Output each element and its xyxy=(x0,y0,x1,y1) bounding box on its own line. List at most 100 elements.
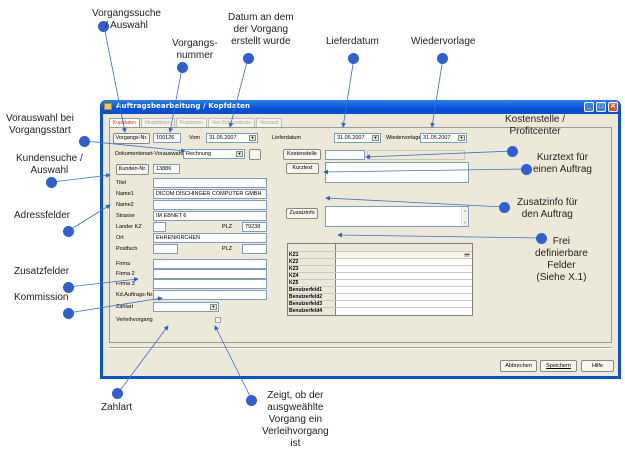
grid-row[interactable]: KZ2 xyxy=(288,259,472,266)
annotation-kommission: Kommission xyxy=(14,292,69,303)
zusatzinfo-textarea[interactable]: ▲▼ xyxy=(325,206,469,227)
annotation-dot xyxy=(63,282,74,293)
footer-separator xyxy=(109,347,612,349)
name2-label: Name2 xyxy=(116,202,134,208)
dokumentenart-select[interactable]: Rechnung ▼ xyxy=(183,149,245,159)
grid-row[interactable]: Benutzerfeld1 xyxy=(288,287,472,294)
laender-kz-field[interactable] xyxy=(153,222,166,232)
grid-cell[interactable] xyxy=(336,280,472,286)
titel-field[interactable] xyxy=(153,178,267,188)
grid-header xyxy=(288,244,472,252)
scroll-up-icon[interactable]: ▲ xyxy=(463,208,467,213)
scrollbar[interactable]: ▲▼ xyxy=(461,207,468,226)
annotation-vorgangsnummer: Vorgangs- nummer xyxy=(172,38,218,61)
zahlart-select[interactable]: ▼ xyxy=(153,302,219,312)
grid-row-label: KZ4 xyxy=(288,273,336,279)
kostenstelle-field[interactable] xyxy=(325,150,365,160)
ort-label: Ort xyxy=(116,235,124,241)
grid-row-label: Benutzerfeld2 xyxy=(288,294,336,300)
grid-cell[interactable] xyxy=(336,266,472,272)
title-bar[interactable]: Auftragsbearbeitung / Kopfdaten _ □ ✕ xyxy=(100,100,621,114)
maximize-button[interactable]: □ xyxy=(596,102,606,112)
grid-row-label: Benutzerfeld1 xyxy=(288,287,336,293)
grid-row-label: KZ1 xyxy=(288,252,336,258)
postfach-field[interactable] xyxy=(153,244,178,254)
dropdown-arrow-icon[interactable]: ▼ xyxy=(249,135,256,141)
kurztext-button[interactable]: Kurztext xyxy=(286,163,319,174)
postfach-plz-field[interactable] xyxy=(242,244,267,254)
name1-label: Name1 xyxy=(116,191,134,197)
firma2-field[interactable] xyxy=(153,269,267,279)
scroll-down-icon[interactable]: ▼ xyxy=(463,220,467,225)
lieferdatum-label: Lieferdatum xyxy=(272,135,302,141)
firma3-field[interactable] xyxy=(153,279,267,289)
dropdown-arrow-icon[interactable]: ▼ xyxy=(372,135,379,141)
firma-label: Firma xyxy=(116,261,131,267)
ort-field[interactable]: EHRENKIRCHEN xyxy=(153,233,267,243)
annotation-dot xyxy=(521,164,532,175)
grid-cell[interactable] xyxy=(336,252,472,258)
zusatzinfo-button[interactable]: Zusatzinfo xyxy=(286,208,318,219)
grid-cell[interactable] xyxy=(336,308,472,315)
annotation-dot xyxy=(63,226,74,237)
kunden-nr-field[interactable]: 13886 xyxy=(153,164,180,174)
kurztext-textarea[interactable] xyxy=(325,162,469,183)
dokumentenart-extra-button[interactable] xyxy=(249,149,261,160)
annotation-zusatzfelder: Zusatzfelder xyxy=(14,266,70,277)
freifelder-grid: KZ1 KZ2 KZ3 KZ4 KZ5 Benutzerfeld1 Benutz… xyxy=(287,243,473,316)
wiedervorlage-value: 31.05.2007 xyxy=(423,135,451,141)
dropdown-arrow-icon[interactable]: ▼ xyxy=(236,151,243,157)
strasse-field[interactable]: IM EBNET 6 xyxy=(153,211,267,221)
grid-row[interactable]: KZ4 xyxy=(288,273,472,280)
laender-kz-label: Lander KZ xyxy=(116,224,142,230)
minimize-button[interactable]: _ xyxy=(584,102,594,112)
grid-row[interactable]: Benutzerfeld4 xyxy=(288,308,472,315)
annotation-vorgangssuche: Vorgangssuche / Auswahl xyxy=(92,8,161,31)
annotation-dot xyxy=(98,21,109,32)
cancel-button[interactable]: Abbrechen xyxy=(500,360,537,372)
grid-row-label: Benutzerfeld4 xyxy=(288,308,336,315)
dropdown-arrow-icon[interactable]: ▼ xyxy=(210,304,217,310)
plz-field[interactable]: 79238 xyxy=(242,222,267,232)
tab-versand[interactable]: Versand xyxy=(255,118,283,128)
cell-menu-icon[interactable] xyxy=(464,253,470,257)
name1-field[interactable]: DICOM DISCHINGER COMPUTER GMBH xyxy=(153,189,267,199)
postfach-plz-label: PLZ xyxy=(222,246,233,252)
firma2-label: Firma 2 xyxy=(116,271,135,277)
grid-row[interactable]: KZ5 xyxy=(288,280,472,287)
grid-cell[interactable] xyxy=(336,259,472,265)
annotation-verleih: Zeigt, ob der ausgweählte Vorgang ein Ve… xyxy=(262,390,329,449)
verleihvorgang-checkbox[interactable] xyxy=(215,317,221,323)
grid-cell[interactable] xyxy=(336,287,472,293)
save-button[interactable]: Speichern xyxy=(540,360,577,372)
grid-row[interactable]: KZ1 xyxy=(288,252,472,259)
kunden-nr-button[interactable]: Kunden-Nr. xyxy=(116,164,149,175)
grid-row-label: Benutzerfeld3 xyxy=(288,301,336,307)
vorgangs-nr-field[interactable]: 100126 xyxy=(153,133,181,143)
firma-field[interactable] xyxy=(153,259,267,269)
firma3-label: Firma 3 xyxy=(116,281,135,287)
name2-field[interactable] xyxy=(153,200,267,210)
grid-cell[interactable] xyxy=(336,294,472,300)
annotation-dot xyxy=(79,136,90,147)
grid-row[interactable]: KZ3 xyxy=(288,266,472,273)
postfach-label: Postfach xyxy=(116,246,138,252)
kostenstelle-button[interactable]: Kostenstelle xyxy=(283,149,321,160)
annotation-dot xyxy=(243,53,254,64)
dropdown-arrow-icon[interactable]: ▼ xyxy=(458,135,465,141)
annotation-kostenstelle: Kostenstelle / Profitcenter xyxy=(505,114,566,137)
lieferdatum-picker[interactable]: 31.05.2007▼ xyxy=(334,133,381,143)
grid-row[interactable]: Benutzerfeld3 xyxy=(288,301,472,308)
dokumentenart-value: Rechnung xyxy=(186,151,212,157)
grid-cell[interactable] xyxy=(336,301,472,307)
vorgangs-nr-button[interactable]: Vorgangs-Nr. xyxy=(113,133,150,144)
wiedervorlage-picker[interactable]: 31.05.2007 ▼ xyxy=(420,133,467,143)
wiedervorlage-label: Wiedervorlage xyxy=(386,135,422,141)
annotation-kundensuche: Kundensuche / Auswahl xyxy=(16,153,83,176)
kd-auftrags-nr-field[interactable] xyxy=(153,290,267,300)
close-button[interactable]: ✕ xyxy=(608,102,618,112)
vom-date-picker[interactable]: 31.05.2007▼ xyxy=(206,133,258,143)
grid-row[interactable]: Benutzerfeld2 xyxy=(288,294,472,301)
help-button[interactable]: Hilfe xyxy=(581,360,614,372)
grid-cell[interactable] xyxy=(336,273,472,279)
